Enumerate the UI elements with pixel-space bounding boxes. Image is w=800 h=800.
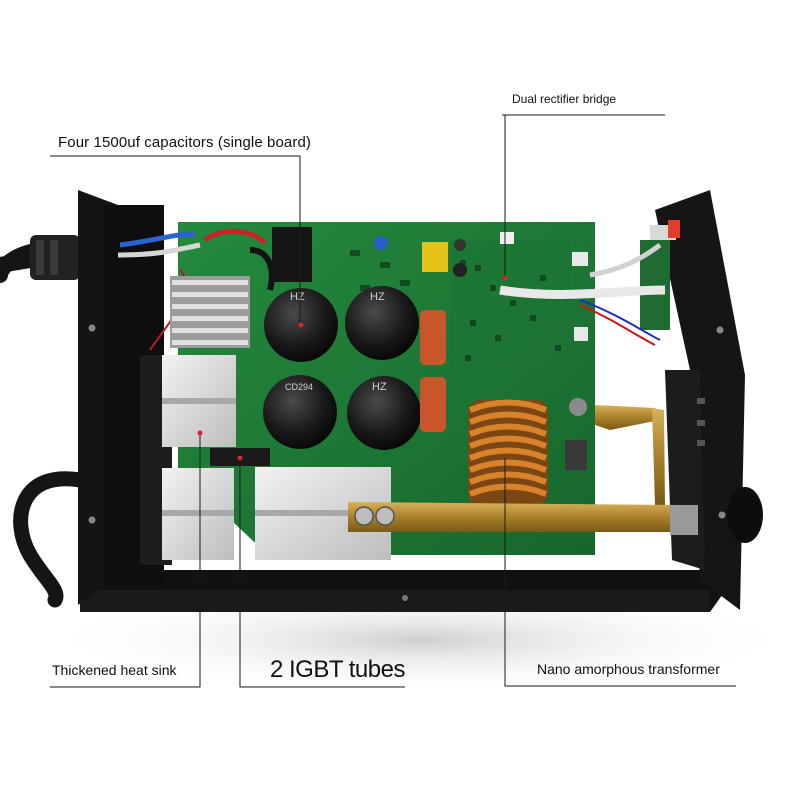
floor-shadow [40, 585, 800, 695]
label-rectifier-bridge: Dual rectifier bridge [512, 92, 617, 106]
film-capacitor-1 [420, 310, 446, 365]
output-rectifier [565, 440, 587, 470]
brass-bar-main [348, 502, 683, 532]
label-capacitors: Four 1500uf capacitors (single board) [58, 134, 312, 151]
pcb-components [350, 240, 570, 370]
capacitor-mark-br: HZ [372, 381, 387, 393]
capacitor-top-right: HZ [345, 286, 419, 360]
small-heat-sink [170, 276, 250, 348]
ribbon-cable [499, 285, 666, 299]
capacitor-bottom-right: HZ [347, 376, 421, 450]
blue-wire [119, 231, 196, 248]
label-transformer: Nano amorphous transformer [537, 661, 720, 677]
brass-bar-upper [595, 405, 660, 430]
capacitor-mark-tl: HZ [290, 291, 305, 303]
annotation-lines [50, 114, 736, 688]
brass-bar-vertical [652, 408, 665, 505]
output-cable [13, 471, 88, 608]
annotation-markers [197, 275, 508, 461]
capacitor-mark-bl: CD294 [285, 382, 313, 392]
capacitor-bottom-left: CD294 [263, 375, 337, 449]
relay-block [272, 227, 312, 282]
film-capacitor-2 [420, 377, 446, 432]
blue-capacitor [374, 236, 388, 250]
label-heat-sink: Thickened heat sink [52, 662, 177, 678]
nano-amorphous-transformer [468, 399, 548, 505]
label-igbt-tubes: 2 IGBT tubes [270, 656, 405, 683]
red-wire [203, 228, 267, 245]
capacitor-mark-tr: HZ [370, 291, 385, 303]
control-knob [727, 487, 763, 543]
yellow-relay [422, 242, 448, 272]
